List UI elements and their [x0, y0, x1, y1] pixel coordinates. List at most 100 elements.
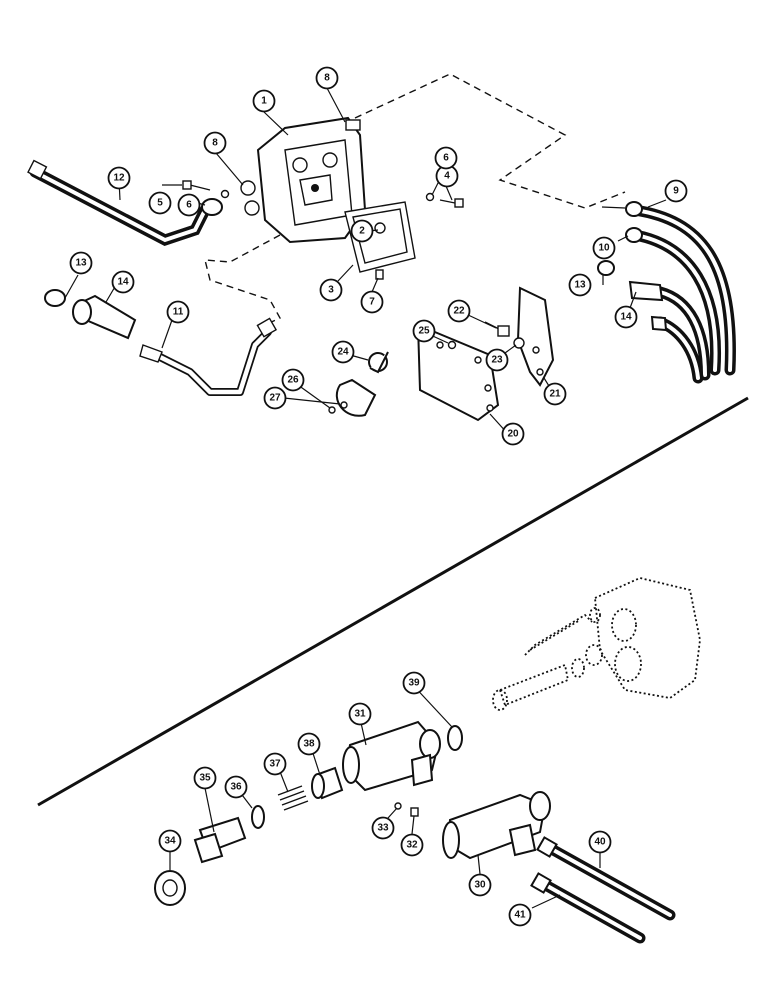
- callout-39: 39: [402, 671, 426, 695]
- callout-38: 38: [297, 732, 321, 756]
- svg-text:14: 14: [620, 312, 632, 323]
- svg-text:13: 13: [75, 258, 87, 269]
- fasteners-brackets: [447, 321, 525, 350]
- callout-6a: 6: [177, 193, 201, 217]
- callout-33: 33: [371, 816, 395, 840]
- svg-text:23: 23: [491, 355, 503, 366]
- callout-20: 20: [501, 422, 525, 446]
- bracket-20-part: [416, 323, 500, 422]
- callout-41: 41: [508, 903, 532, 927]
- callout-9: 9: [664, 179, 688, 203]
- svg-text:22: 22: [453, 306, 465, 317]
- svg-text:10: 10: [598, 243, 610, 254]
- svg-text:6: 6: [443, 153, 449, 164]
- fasteners-top: [182, 180, 464, 280]
- valve-body-31-part: [342, 720, 441, 792]
- svg-text:8: 8: [212, 138, 218, 149]
- svg-text:8: 8: [324, 73, 330, 84]
- cap-13-left-part: [44, 289, 66, 307]
- hose-12-part: [27, 159, 223, 246]
- callout-24: 24: [331, 340, 355, 364]
- o-ring-39-part: [447, 725, 463, 751]
- svg-text:9: 9: [673, 186, 679, 197]
- clamp-24-part: [328, 351, 389, 417]
- valve-housing-part: [240, 116, 367, 244]
- hose-bundle-right-part: [597, 201, 736, 384]
- svg-text:41: 41: [514, 910, 526, 921]
- callout-12: 12: [107, 166, 131, 190]
- callout-35: 35: [193, 766, 217, 790]
- callout-14a: 14: [111, 270, 135, 294]
- svg-text:13: 13: [574, 280, 586, 291]
- callout-2: 2: [350, 219, 374, 243]
- svg-text:36: 36: [230, 782, 242, 793]
- fitting-14-left-part: [72, 294, 137, 340]
- callout-5: 5: [148, 191, 172, 215]
- spring-37-part: [277, 785, 309, 811]
- callout-13b: 13: [568, 273, 592, 297]
- svg-text:33: 33: [377, 823, 389, 834]
- callout-31: 31: [348, 702, 372, 726]
- dashed-routing-lines: [204, 73, 626, 326]
- plug-38-part: [311, 766, 344, 800]
- svg-text:12: 12: [113, 173, 125, 184]
- svg-text:31: 31: [354, 709, 366, 720]
- svg-text:6: 6: [186, 200, 192, 211]
- hose-41-part: [530, 872, 646, 944]
- callout-22: 22: [447, 299, 471, 323]
- section-divider-line: [37, 396, 749, 807]
- callout-34: 34: [158, 829, 182, 853]
- svg-text:39: 39: [408, 678, 420, 689]
- callout-21: 21: [543, 382, 567, 406]
- fasteners-32-33: [394, 802, 419, 817]
- svg-text:3: 3: [328, 285, 334, 296]
- callout-1: 1: [252, 89, 276, 113]
- svg-text:7: 7: [369, 297, 375, 308]
- callout-10: 10: [592, 236, 616, 260]
- callout-30: 30: [468, 873, 492, 897]
- callout-37: 37: [263, 752, 287, 776]
- svg-text:11: 11: [173, 307, 184, 318]
- callout-26: 26: [281, 368, 305, 392]
- callout-23: 23: [485, 348, 509, 372]
- callout-14b: 14: [614, 305, 638, 329]
- svg-text:2: 2: [359, 226, 365, 237]
- svg-text:27: 27: [269, 393, 281, 404]
- svg-text:26: 26: [287, 375, 299, 386]
- svg-text:35: 35: [199, 773, 211, 784]
- callout-27: 27: [263, 386, 287, 410]
- nut-34-part: [154, 870, 186, 906]
- svg-text:4: 4: [444, 171, 450, 182]
- svg-text:25: 25: [418, 326, 430, 337]
- reference-housing-outline: [492, 577, 701, 711]
- callout-13a: 13: [69, 251, 93, 275]
- hose-40-part: [536, 836, 676, 921]
- svg-text:32: 32: [406, 840, 418, 851]
- bracket-21-part: [516, 286, 555, 387]
- callout-11: 11: [166, 300, 190, 324]
- callout-32: 32: [400, 833, 424, 857]
- valve-body-30-part: [442, 791, 551, 860]
- callout-40: 40: [588, 830, 612, 854]
- svg-text:1: 1: [261, 96, 267, 107]
- svg-text:21: 21: [549, 389, 561, 400]
- o-ring-36-part: [251, 805, 265, 829]
- plug-35-part: [193, 816, 247, 864]
- callout-8b: 8: [203, 131, 227, 155]
- tube-11-part: [139, 317, 278, 396]
- svg-text:14: 14: [117, 277, 129, 288]
- svg-text:20: 20: [507, 429, 519, 440]
- svg-text:34: 34: [164, 836, 176, 847]
- callout-8a: 8: [315, 66, 339, 90]
- svg-text:30: 30: [474, 880, 486, 891]
- svg-text:24: 24: [337, 347, 349, 358]
- svg-text:40: 40: [594, 837, 606, 848]
- callout-7: 7: [360, 290, 384, 314]
- svg-text:5: 5: [157, 198, 163, 209]
- callout-25: 25: [412, 319, 436, 343]
- svg-text:37: 37: [269, 759, 281, 770]
- callout-6b: 6: [434, 146, 458, 170]
- callout-36: 36: [224, 775, 248, 799]
- svg-text:38: 38: [303, 739, 315, 750]
